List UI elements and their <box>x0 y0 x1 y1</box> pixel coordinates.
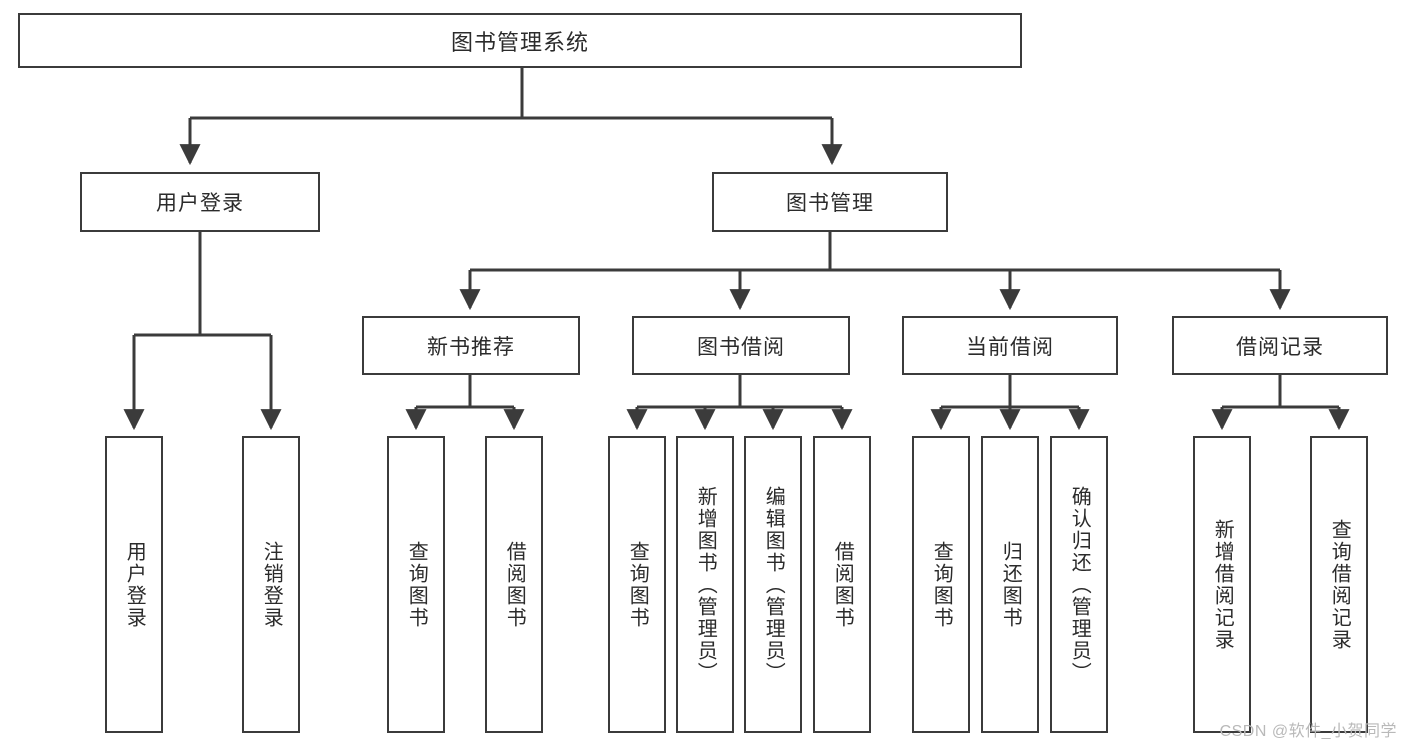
node-user-login[interactable]: 用户登录 <box>80 172 320 232</box>
node-new-book-recommend[interactable]: 新书推荐 <box>362 316 580 375</box>
node-root-system[interactable]: 图书管理系统 <box>18 13 1022 68</box>
leaf-user-login-login[interactable]: 用户登录 <box>105 436 163 733</box>
node-label: 归还图书 <box>999 540 1022 629</box>
leaf-current-borrow-query[interactable]: 查询图书 <box>912 436 970 733</box>
leaf-book-borrow-borrow[interactable]: 借阅图书 <box>813 436 871 733</box>
node-label: 查询借阅记录 <box>1328 518 1351 651</box>
node-label: 查询图书 <box>405 540 428 629</box>
node-label: 借阅记录 <box>1236 335 1324 359</box>
node-label: 查询图书 <box>626 540 649 629</box>
node-label: 新增借阅记录 <box>1211 518 1234 651</box>
leaf-borrow-record-query[interactable]: 查询借阅记录 <box>1310 436 1368 733</box>
node-current-borrow[interactable]: 当前借阅 <box>902 316 1118 375</box>
node-label: 新增图书（管理员） <box>694 485 717 684</box>
leaf-user-login-logout[interactable]: 注销登录 <box>242 436 300 733</box>
leaf-borrow-record-add[interactable]: 新增借阅记录 <box>1193 436 1251 733</box>
leaf-book-borrow-query[interactable]: 查询图书 <box>608 436 666 733</box>
node-label: 图书借阅 <box>697 335 785 359</box>
node-label: 新书推荐 <box>427 335 515 359</box>
leaf-new-book-query[interactable]: 查询图书 <box>387 436 445 733</box>
node-label: 图书管理系统 <box>450 29 589 55</box>
node-label: 确认归还（管理员） <box>1068 485 1091 684</box>
node-label: 用户登录 <box>123 540 146 629</box>
node-label: 借阅图书 <box>831 540 854 629</box>
node-label: 借阅图书 <box>503 540 526 629</box>
node-label: 注销登录 <box>260 540 283 629</box>
leaf-new-book-borrow[interactable]: 借阅图书 <box>485 436 543 733</box>
node-label: 图书管理 <box>786 192 874 215</box>
node-borrow-record[interactable]: 借阅记录 <box>1172 316 1388 375</box>
node-label: 当前借阅 <box>966 335 1054 359</box>
node-book-management[interactable]: 图书管理 <box>712 172 948 232</box>
leaf-current-borrow-confirm[interactable]: 确认归还（管理员） <box>1050 436 1108 733</box>
leaf-current-borrow-return[interactable]: 归还图书 <box>981 436 1039 733</box>
node-label: 查询图书 <box>930 540 953 629</box>
leaf-book-borrow-edit[interactable]: 编辑图书（管理员） <box>744 436 802 733</box>
watermark-text: CSDN @软件_小贺同学 <box>1219 723 1397 740</box>
node-book-borrow[interactable]: 图书借阅 <box>632 316 850 375</box>
node-label: 编辑图书（管理员） <box>762 485 785 684</box>
leaf-book-borrow-add[interactable]: 新增图书（管理员） <box>676 436 734 733</box>
node-label: 用户登录 <box>156 192 244 215</box>
